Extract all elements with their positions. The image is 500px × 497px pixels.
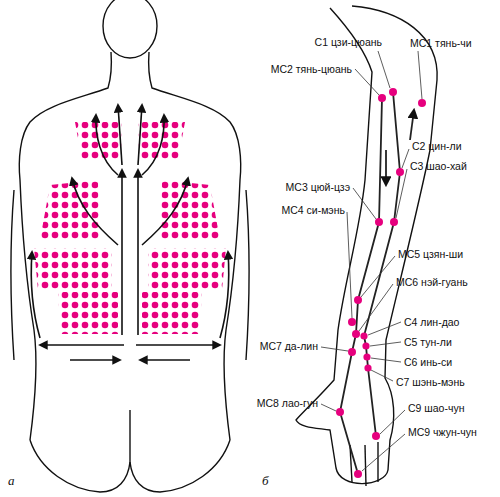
point-label: С5 тун-ли <box>404 336 452 348</box>
arm-figure <box>296 6 437 486</box>
point-label: С1 цзи-цюань <box>315 36 382 48</box>
point-label: МС9 чжун-чун <box>408 426 477 438</box>
massage-arrows <box>31 105 228 360</box>
leader-lines <box>321 51 422 471</box>
point-label: МС3 цюй-цзэ <box>286 181 350 193</box>
point-label: МС2 тянь-цюань <box>271 63 352 75</box>
back-figure <box>11 0 249 492</box>
point-label: С9 шао-чун <box>408 402 464 414</box>
point-label: МС6 нэй-гуань <box>396 276 468 288</box>
point-label: МС4 си-мэнь <box>281 204 345 216</box>
point-label: С2 цин-ли <box>412 140 462 152</box>
point-label: С4 лин-дао <box>404 316 459 328</box>
point-label: С6 инь-си <box>404 356 452 368</box>
point-label: С7 шэнь-мэнь <box>396 376 465 388</box>
point-label: МС8 лао-гун <box>257 397 318 409</box>
point-label: МС5 цзян-ши <box>398 248 463 260</box>
panel-letter: а <box>8 474 15 488</box>
point-label: МС7 да-лин <box>260 340 318 352</box>
point-label: МС1 тянь-чи <box>410 37 472 49</box>
point-label: С3 шао-хай <box>410 160 467 172</box>
panel-letter: б <box>262 474 269 488</box>
massage-dots <box>34 122 226 334</box>
